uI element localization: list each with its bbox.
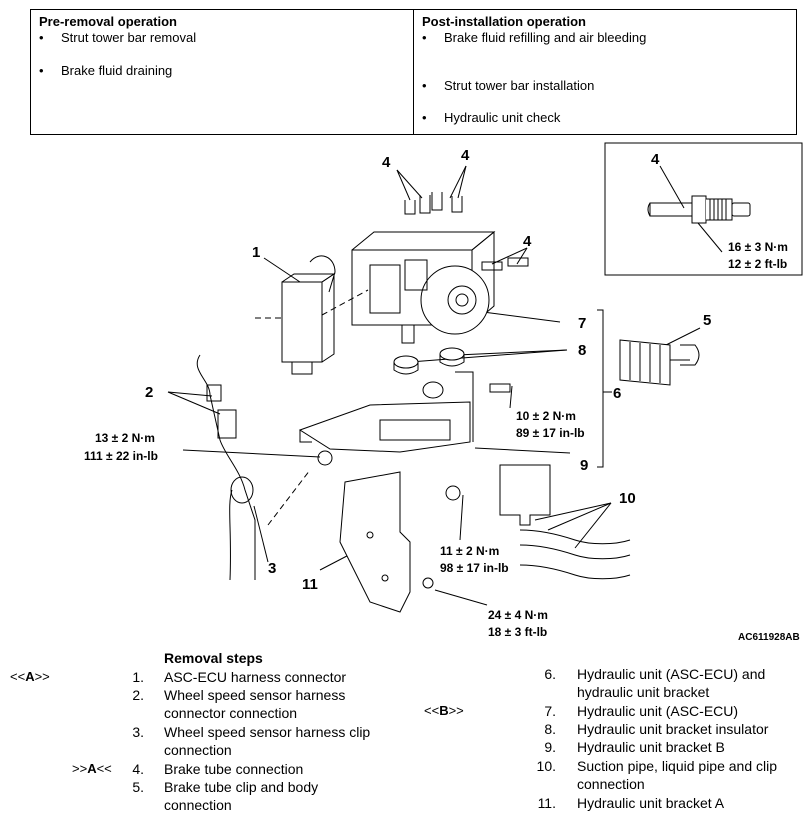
torque-10-nm: 10 ± 2 N·m [516, 409, 576, 423]
torque-11-nm: 11 ± 2 N·m [440, 544, 499, 558]
bullet-icon: • [422, 110, 427, 125]
exploded-diagram: 4 4 4 4 1 2 3 5 6 7 8 9 10 11 13 ± 2 N·m… [84, 142, 803, 643]
torque-18-ftlb: 18 ± 3 ft-lb [488, 625, 547, 639]
brake-tube-fitting-illustration [647, 165, 751, 253]
service-mark: >>A<< [72, 761, 112, 776]
label-4: 4 [651, 151, 660, 168]
torque-16-nm: 16 ± 3 N·m [728, 240, 788, 254]
torque-24-nm: 24 ± 4 N·m [488, 608, 548, 622]
wheel-speed-sensor-harness-illustration [196, 354, 311, 581]
torque-89-inlb: 89 ± 17 in-lb [516, 426, 585, 440]
inset-frame [604, 142, 803, 276]
bullet-icon: • [39, 63, 44, 78]
label-4: 4 [382, 154, 391, 171]
leader-lines [167, 165, 701, 606]
torque-12-ftlb: 12 ± 2 ft-lb [728, 257, 787, 271]
bullet-icon: • [39, 30, 44, 45]
brake-tube-clip-illustration [619, 339, 700, 386]
bullet-icon: • [422, 30, 427, 45]
label-4: 4 [461, 147, 470, 164]
label-11: 11 [302, 576, 318, 593]
figure-code: AC611928AB [738, 632, 800, 643]
label-6: 6 [613, 385, 621, 402]
service-mark: <<B>> [424, 703, 464, 718]
pre-removal-item: •Strut tower bar removal [39, 30, 197, 45]
pre-removal-column: Pre-removal operation •Strut tower bar r… [31, 10, 413, 134]
torque-111-inlb: 111 ± 22 in-lb [84, 449, 158, 463]
hydraulic-unit-bracket-a-illustration [317, 450, 461, 613]
post-installation-item: •Strut tower bar installation [422, 78, 595, 93]
operations-table: Pre-removal operation •Strut tower bar r… [30, 9, 797, 135]
torque-13-nm: 13 ± 2 N·m [95, 431, 155, 445]
label-5: 5 [703, 312, 711, 329]
label-1: 1 [252, 244, 260, 261]
label-8: 8 [578, 342, 586, 359]
service-mark: <<A>> [10, 669, 50, 684]
pre-removal-item: •Brake fluid draining [39, 63, 173, 78]
torque-98-inlb: 98 ± 17 in-lb [440, 561, 509, 575]
label-7: 7 [578, 315, 586, 332]
post-installation-item: •Hydraulic unit check [422, 110, 561, 125]
label-10: 10 [619, 490, 636, 507]
label-4: 4 [523, 233, 532, 250]
label-2: 2 [145, 384, 153, 401]
hydraulic-unit-bracket-b-illustration [298, 371, 474, 453]
hydraulic-unit-illustration [351, 192, 529, 344]
post-installation-column: Post-installation operation •Brake fluid… [413, 10, 796, 134]
suction-and-liquid-pipes-illustration [499, 464, 631, 580]
post-installation-item: •Brake fluid refilling and air bleeding [422, 30, 647, 45]
group-bracket [597, 309, 604, 468]
label-3: 3 [268, 560, 276, 577]
asc-ecu-illustration [255, 255, 369, 375]
label-9: 9 [580, 457, 588, 474]
removal-steps-title: Removal steps [164, 650, 263, 666]
bullet-icon: • [422, 78, 427, 93]
post-installation-heading: Post-installation operation [422, 14, 586, 29]
bracket-insulators-illustration [393, 347, 511, 399]
pre-removal-heading: Pre-removal operation [39, 14, 177, 29]
